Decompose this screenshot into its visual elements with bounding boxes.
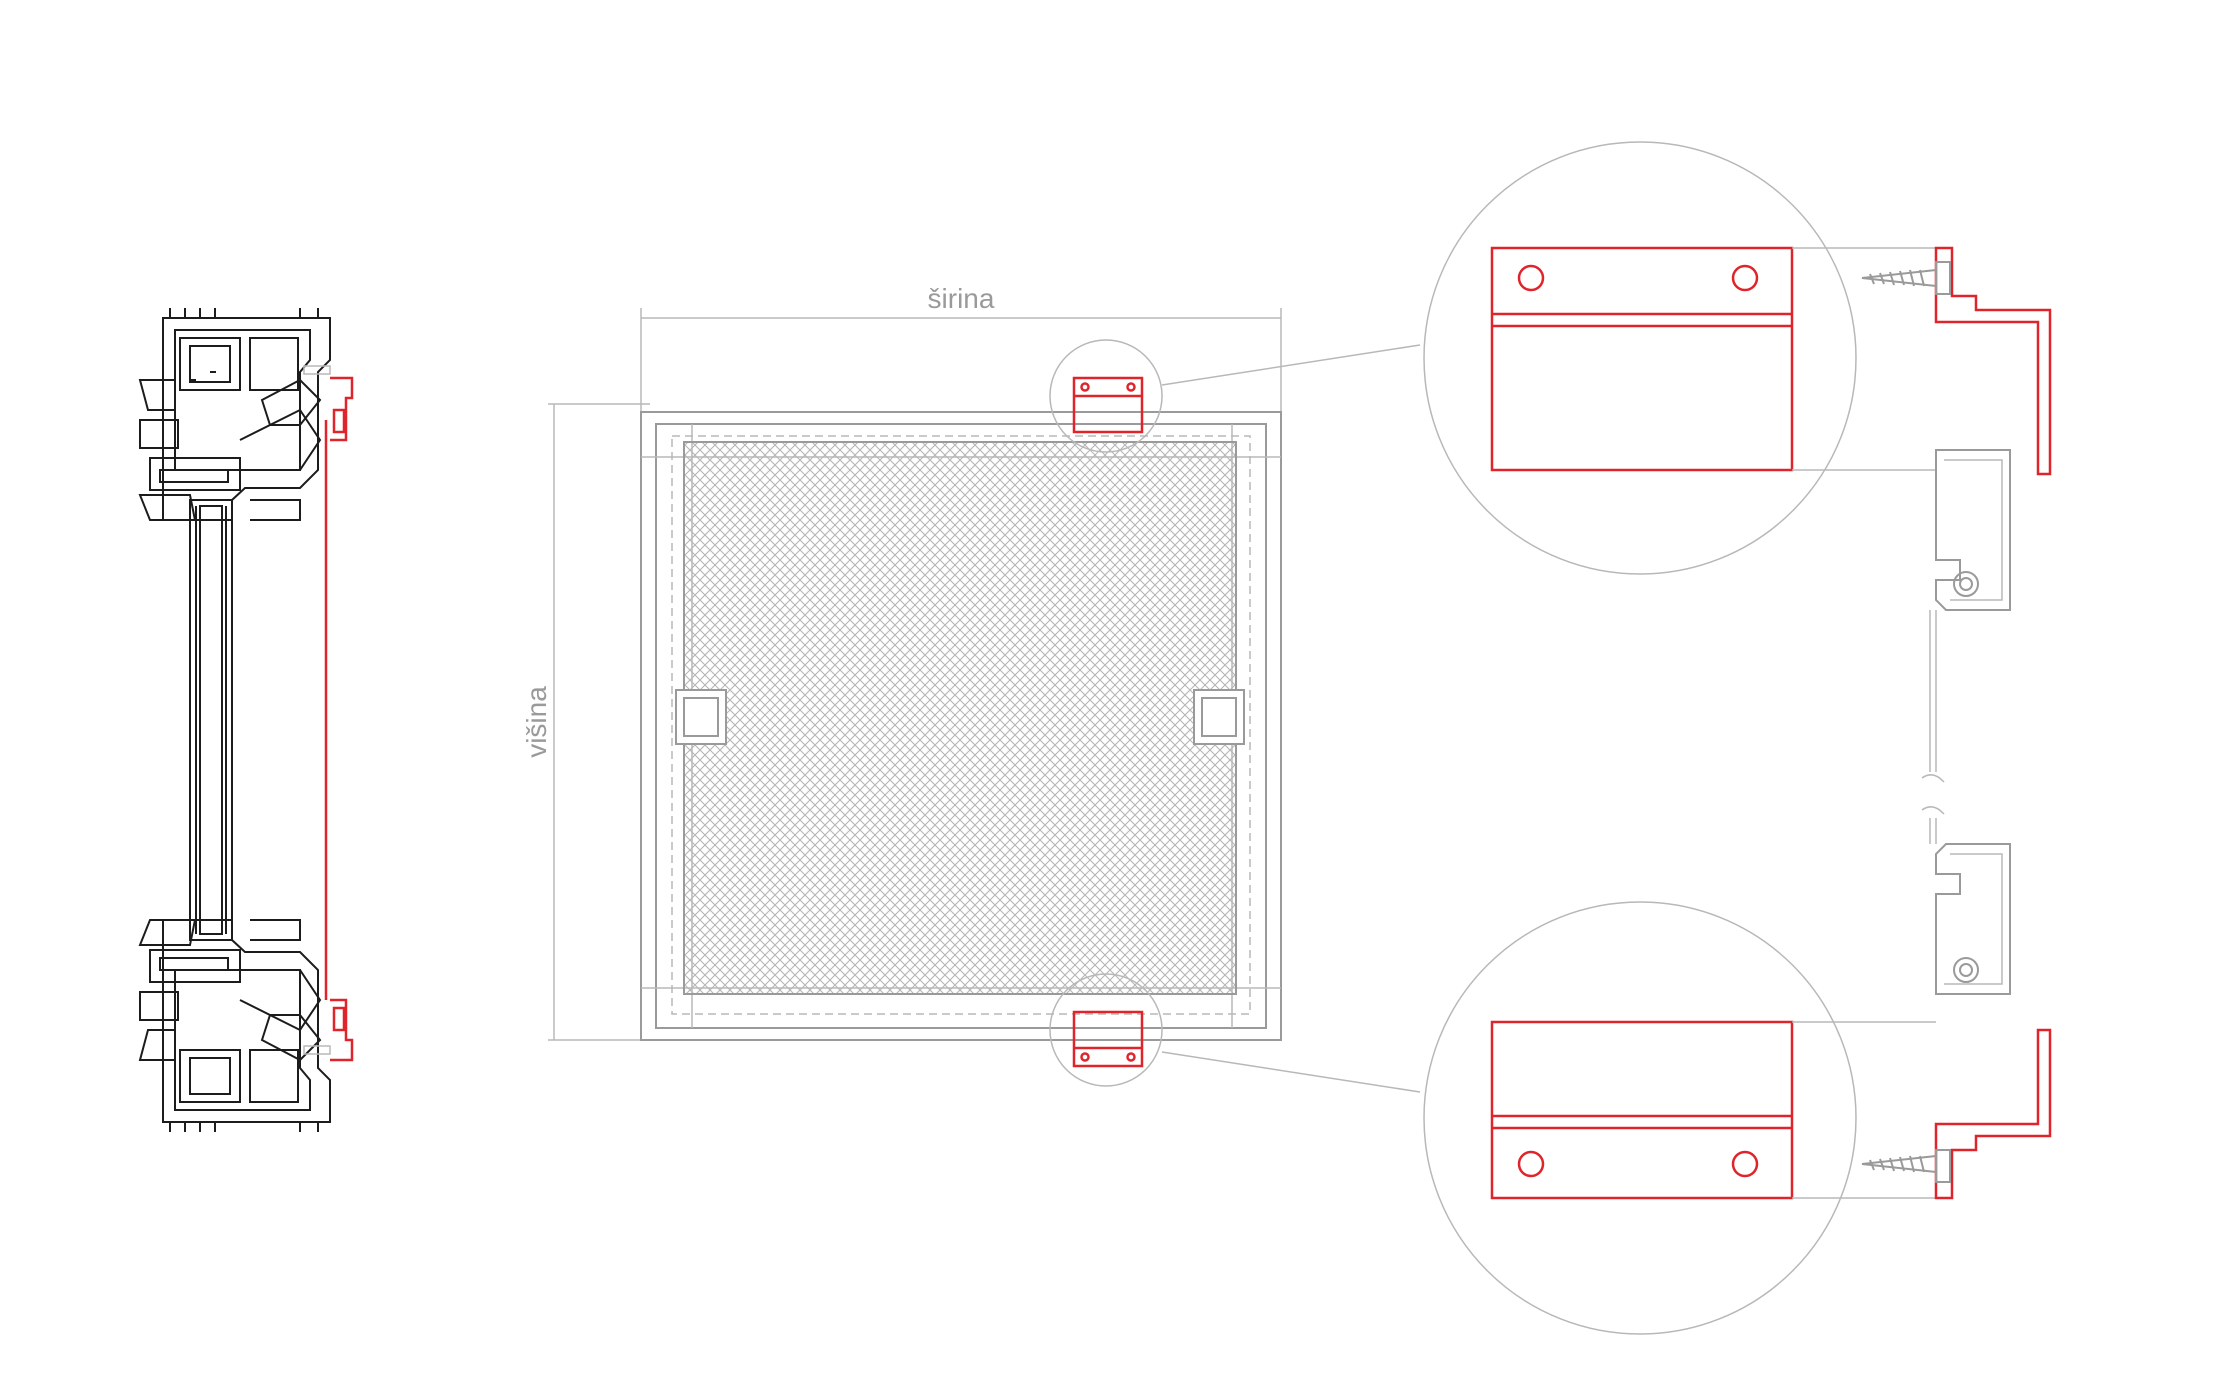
screen-side-profile [1861, 246, 2052, 1200]
glazing [189, 499, 233, 941]
screw-top [303, 365, 331, 375]
screw-hole-left-top [1517, 264, 1545, 292]
top-clip-callout [1049, 339, 1421, 453]
bracket-top [1934, 246, 2052, 476]
screw-bottom [303, 1045, 331, 1055]
insect-mesh [683, 441, 1237, 995]
detail-circle-bottom [1423, 901, 1857, 1335]
bracket-bottom [1934, 1028, 2052, 1200]
top-frame-profile [138, 308, 331, 521]
outer-frame [640, 411, 1282, 1041]
hinge-pin-bottom [1953, 957, 1979, 983]
screen-attachment-profile [324, 376, 354, 1062]
left-handle [675, 689, 727, 745]
detail-circle-top [1423, 141, 1857, 575]
screw-bottom-detail [1861, 1149, 1951, 1183]
height-dimension [548, 403, 650, 1041]
screw-hole-right-bottom [1731, 1150, 1759, 1178]
detail-top [1423, 141, 1936, 575]
mesh-side-line [1921, 610, 1945, 844]
clip-plate-top [1490, 246, 1794, 472]
screw-hole-left-bottom [1517, 1150, 1545, 1178]
screw-top-detail [1861, 261, 1951, 295]
hinge-pin-top [1953, 571, 1979, 597]
right-handle [1193, 689, 1245, 745]
clip-plate-bottom [1490, 1020, 1794, 1200]
width-label: širina [928, 283, 995, 314]
bottom-frame-profile [138, 919, 331, 1132]
screen-front-view: širina višina [521, 283, 1421, 1093]
width-dimension [640, 308, 1282, 412]
detail-bottom [1423, 901, 1936, 1335]
dashed-seal [671, 435, 1251, 1015]
bottom-clip-callout [1049, 973, 1421, 1093]
frame-profile-top [1935, 449, 2011, 611]
window-profile-section [138, 308, 354, 1132]
inner-frame [655, 423, 1267, 1029]
screw-hole-right-top [1731, 264, 1759, 292]
frame-profile-bottom [1935, 843, 2011, 995]
height-label: višina [521, 686, 552, 758]
